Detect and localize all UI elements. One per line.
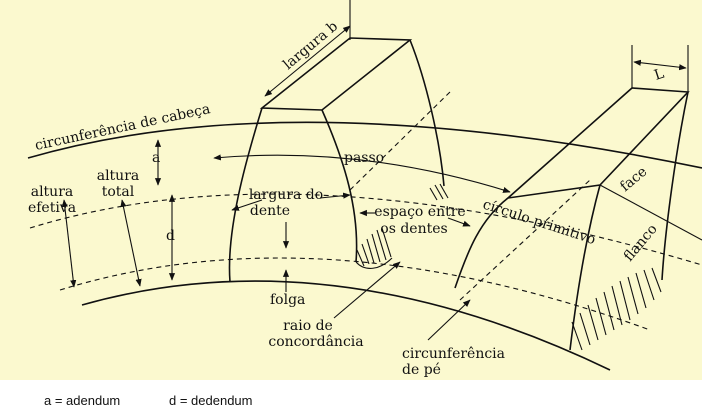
gear-tooth-drawing: circunferência de cabeça largura b L alt… — [27, 0, 702, 378]
gear-diagram: circunferência de cabeça largura b L alt… — [0, 0, 702, 380]
fillet-radius-label-line1: raio de — [283, 318, 333, 334]
right-tooth — [454, 45, 702, 351]
whole-depth-label-line2: total — [102, 184, 135, 200]
face-label: face — [617, 164, 650, 195]
legend: a = adendum d = dedendum — [0, 383, 702, 415]
addendum-a-label: a — [152, 150, 160, 166]
fillet-radius-label-line2: concordância — [268, 334, 363, 350]
working-depth-label-line2: efetiva — [28, 200, 76, 216]
root-circle — [81, 280, 611, 371]
pitch-circle-label: círculo primitivo — [481, 197, 598, 249]
circular-pitch-label: passo — [344, 150, 384, 166]
flank-label: flanco — [621, 221, 661, 264]
face-width-label: largura b — [280, 18, 341, 73]
left-tooth — [228, 0, 449, 283]
legend-dedendum: d = dedendum — [169, 393, 253, 408]
root-circle-label-line1: circunferência — [402, 346, 505, 362]
dedendum-dash-circle — [59, 257, 651, 331]
tooth-space-label-line2: os dentes — [380, 221, 447, 237]
dimension-lines — [61, 25, 687, 341]
tooth-thickness-label-line1: largura do — [249, 187, 323, 203]
pitch-circle — [29, 193, 702, 266]
legend-addendum: a = adendum — [44, 393, 121, 408]
whole-depth-label-line1: altura — [97, 168, 140, 184]
root-circle-label-line2: de pé — [402, 362, 441, 378]
dedendum-d-label: d — [166, 228, 175, 244]
tooth-thickness-label-line2: dente — [250, 203, 290, 219]
tooth-thickness-L-label: L — [652, 66, 666, 84]
tooth-space-label-line1: espaço entre — [374, 204, 465, 220]
clearance-label: folga — [270, 292, 305, 308]
right-tooth-fillet-hatch — [571, 267, 662, 351]
working-depth-label-line1: altura — [31, 184, 74, 200]
